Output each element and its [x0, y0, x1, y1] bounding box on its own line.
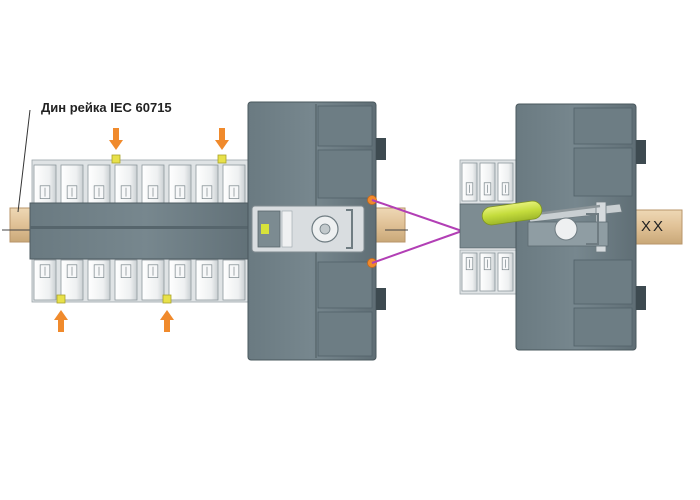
yellow-marker-icon [56, 294, 66, 304]
screwdriver-tool [481, 200, 601, 226]
yellow-marker-icon [217, 154, 227, 164]
terminal-module [479, 162, 496, 202]
terminal-module [461, 162, 478, 202]
terminal-module [195, 259, 219, 301]
terminal-module [497, 162, 514, 202]
terminal-module [60, 164, 84, 206]
terminal-module [168, 259, 192, 301]
terminal-module [195, 164, 219, 206]
terminal-module [141, 164, 165, 206]
terminal-module [114, 259, 138, 301]
marker-label: XX [641, 218, 666, 235]
terminal-module [461, 252, 478, 292]
terminal-module [222, 259, 246, 301]
left-assembly [2, 101, 408, 361]
terminal-module [60, 259, 84, 301]
terminal-module [222, 164, 246, 206]
orange-arrow-icon [54, 310, 68, 332]
label-leader-line [17, 109, 31, 213]
terminal-module [141, 259, 165, 301]
terminal-module [87, 259, 111, 301]
orange-arrow-icon [215, 128, 229, 150]
switch-body-bar [29, 202, 263, 260]
terminal-module [87, 164, 111, 206]
terminal-module [497, 252, 514, 292]
orange-arrow-icon [160, 310, 174, 332]
yellow-marker-icon [111, 154, 121, 164]
terminal-module [33, 259, 57, 301]
lower-terminal-row [31, 255, 253, 303]
terminal-module [33, 164, 57, 206]
detail-view [459, 103, 683, 351]
yellow-marker-icon [162, 294, 172, 304]
terminal-module [479, 252, 496, 292]
main-switch-housing [247, 101, 386, 361]
terminal-module [114, 164, 138, 206]
orange-arrow-icon [109, 128, 123, 150]
detail-terminals [459, 159, 517, 295]
terminal-module [168, 164, 192, 206]
zoom-connector-lines [371, 199, 463, 264]
upper-terminal-row [31, 159, 253, 209]
din-rail-label: Дин рейка IEC 60715 [41, 100, 172, 115]
